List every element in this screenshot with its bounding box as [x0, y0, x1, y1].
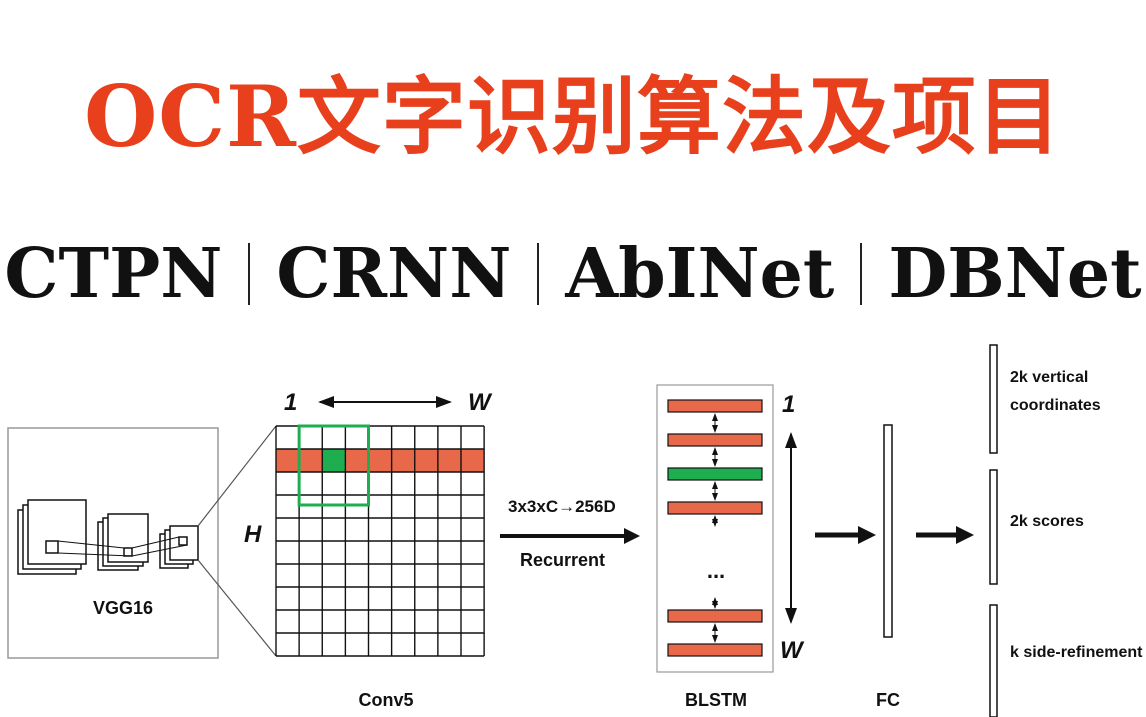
- output-scores-label: 2k scores: [1010, 513, 1084, 530]
- output-refinement-label: k side-refinement: [1010, 644, 1143, 661]
- blstm-axis-one: 1: [782, 391, 795, 418]
- vgg16-feature-stack: [17, 499, 199, 575]
- output-vertical-line2: coordinates: [1010, 397, 1101, 414]
- ctpn-architecture-diagram: VGG16 1 W H Conv5 3x3xC→256D Recurrent .…: [7, 344, 1143, 717]
- grid-active-cell: [322, 449, 346, 472]
- grid-axis-one: 1: [284, 389, 297, 416]
- blstm-label: BLSTM: [685, 690, 747, 710]
- algo-dbnet: DBNet: [888, 234, 1142, 314]
- conv5-label: Conv5: [358, 690, 413, 710]
- output-bar-scores: [989, 469, 998, 585]
- algo-crnn: CRNN: [276, 234, 512, 314]
- blstm-cell: [667, 501, 763, 515]
- blstm-axis-w: W: [780, 637, 805, 664]
- zoom-line-bottom: [197, 559, 277, 657]
- vgg16-connect-lines: [57, 536, 188, 557]
- conv5-grid: [275, 424, 485, 657]
- blstm-cell: [667, 609, 763, 623]
- vgg16-label: VGG16: [93, 598, 153, 618]
- separator: [860, 243, 863, 305]
- page-title: OCR文字识别算法及项目: [84, 67, 1062, 166]
- algorithm-list: CTPN CRNN AbINet DBNet: [0, 226, 1146, 322]
- blstm-cell: [667, 643, 763, 657]
- output-vertical-line1: 2k vertical: [1010, 369, 1088, 386]
- grid-highlight-row: [276, 449, 485, 472]
- separator: [248, 243, 251, 305]
- algo-ctpn: CTPN: [4, 234, 223, 314]
- grid-axis-h: H: [244, 521, 262, 548]
- grid-axis-w: W: [468, 389, 493, 416]
- blstm-cells: [667, 399, 763, 657]
- separator: [537, 243, 540, 305]
- blstm-cell: [667, 467, 763, 481]
- blstm-cell: [667, 433, 763, 447]
- grid-sliding-window: [297, 424, 370, 507]
- recurrent-arrowhead: [624, 528, 640, 544]
- algo-abinet: AbINet: [565, 234, 835, 314]
- zoom-line-top: [197, 425, 277, 527]
- output-bar-refinement: [989, 604, 998, 717]
- blstm-cell: [667, 399, 763, 413]
- output-bar-vertical: [989, 344, 998, 454]
- fc-layer: [883, 424, 893, 638]
- fc-arrowhead: [858, 526, 876, 544]
- fc-label: FC: [876, 690, 900, 710]
- arrow-top-label: 3x3xC→256D: [508, 497, 616, 516]
- output-arrowhead: [956, 526, 974, 544]
- blstm-ellipsis: ...: [707, 558, 725, 583]
- arrow-bottom-label: Recurrent: [520, 550, 605, 570]
